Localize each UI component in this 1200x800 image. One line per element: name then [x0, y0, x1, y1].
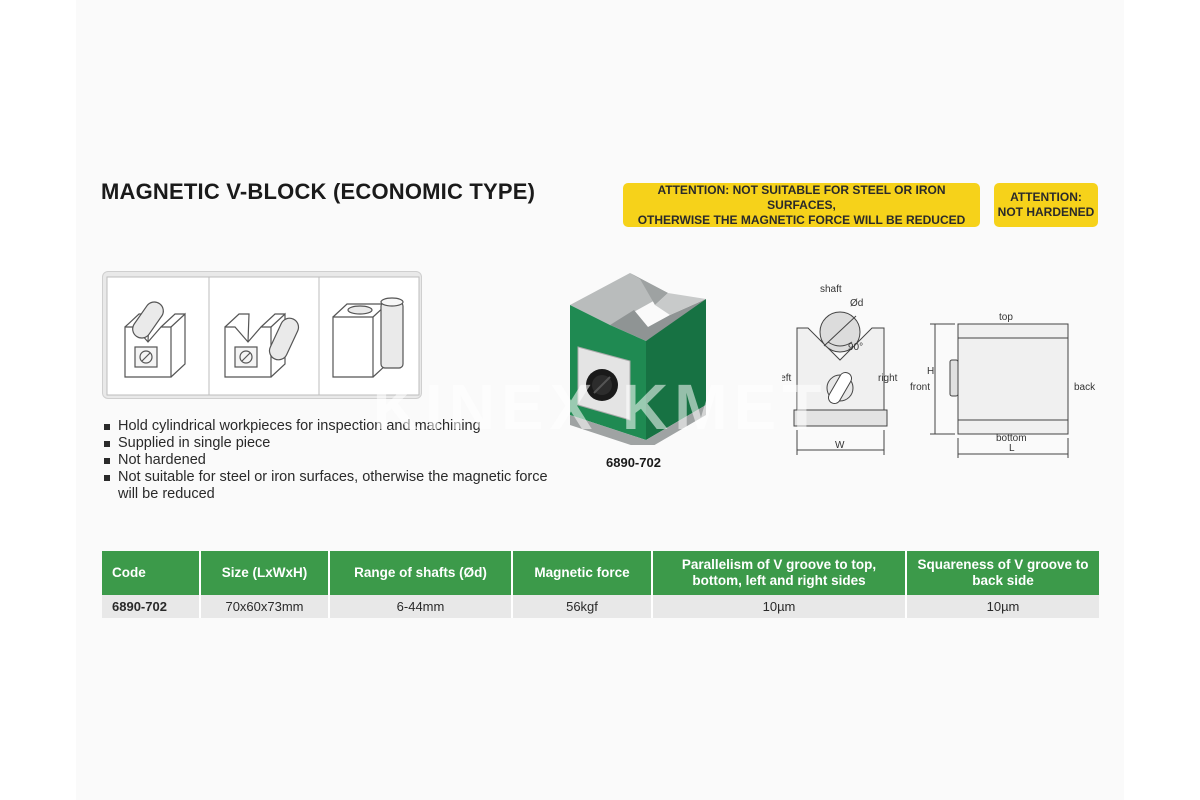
feature-item: Not hardened: [103, 452, 553, 469]
diameter-label: Ød: [850, 298, 863, 309]
attention-steel-badge: ATTENTION: NOT SUITABLE FOR STEEL OR IRO…: [623, 183, 980, 227]
left-side-label: left: [782, 373, 792, 384]
column-header-squareness: Squareness of V groove to back side: [906, 551, 1099, 595]
width-label: W: [835, 440, 845, 451]
cell-squareness: 10µm: [906, 595, 1099, 618]
feature-item: Supplied in single piece: [103, 435, 553, 452]
product-image: [570, 273, 706, 445]
front-label: front: [910, 382, 930, 393]
usage-illustrations: [102, 271, 422, 399]
front-view-diagram: shaft Ød 90° left right W: [782, 284, 898, 455]
feature-list: Hold cylindrical workpieces for inspecti…: [103, 418, 553, 503]
attention-hardened-line1: ATTENTION:: [1010, 190, 1082, 204]
attention-steel-line2: OTHERWISE THE MAGNETIC FORCE WILL BE RED…: [637, 212, 966, 227]
cell-range: 6-44mm: [329, 595, 513, 618]
attention-hardened-badge: ATTENTION: NOT HARDENED: [994, 183, 1098, 227]
page-title: MAGNETIC V-BLOCK (ECONOMIC TYPE): [101, 179, 536, 204]
column-header-force: Magnetic force: [512, 551, 653, 595]
column-header-size: Size (LxWxH): [200, 551, 330, 595]
usage-back-shaft-icon: [332, 297, 404, 378]
product-code-label: 6890-702: [606, 455, 661, 470]
column-header-code: Code: [102, 551, 201, 595]
angle-label: 90°: [848, 342, 863, 353]
top-label: top: [999, 312, 1013, 323]
bottom-label: bottom: [996, 433, 1027, 444]
cell-size: 70x60x73mm: [200, 595, 330, 618]
usage-top-shaft-icon: [124, 301, 186, 378]
column-header-range: Range of shafts (Ød): [329, 551, 513, 595]
usage-illustration-svg: [106, 276, 420, 396]
length-label: L: [1009, 443, 1015, 454]
cell-force: 56kgf: [512, 595, 653, 618]
feature-item: Not suitable for steel or iron surfaces,…: [103, 469, 553, 503]
usage-side-shaft-icon: [224, 312, 300, 378]
cell-code: 6890-702: [102, 595, 201, 618]
shaft-label: shaft: [820, 284, 842, 295]
attention-steel-line1: ATTENTION: NOT SUITABLE FOR STEEL OR IRO…: [657, 182, 946, 212]
feature-item: Hold cylindrical workpieces for inspecti…: [103, 418, 553, 435]
table-header-row: Code Size (LxWxH) Range of shafts (Ød) M…: [102, 551, 1099, 595]
side-view-diagram: top H front back bottom L: [910, 312, 1096, 458]
cell-parallelism: 10µm: [652, 595, 907, 618]
back-label: back: [1074, 382, 1096, 393]
spec-table: Code Size (LxWxH) Range of shafts (Ød) M…: [102, 551, 1099, 618]
table-row: 6890-702 70x60x73mm 6-44mm 56kgf 10µm 10…: [102, 595, 1099, 618]
right-side-label: right: [878, 373, 898, 384]
attention-hardened-line2: NOT HARDENED: [997, 205, 1095, 219]
column-header-parallelism: Parallelism of V groove to top, bottom, …: [652, 551, 907, 595]
height-label: H: [927, 366, 934, 377]
